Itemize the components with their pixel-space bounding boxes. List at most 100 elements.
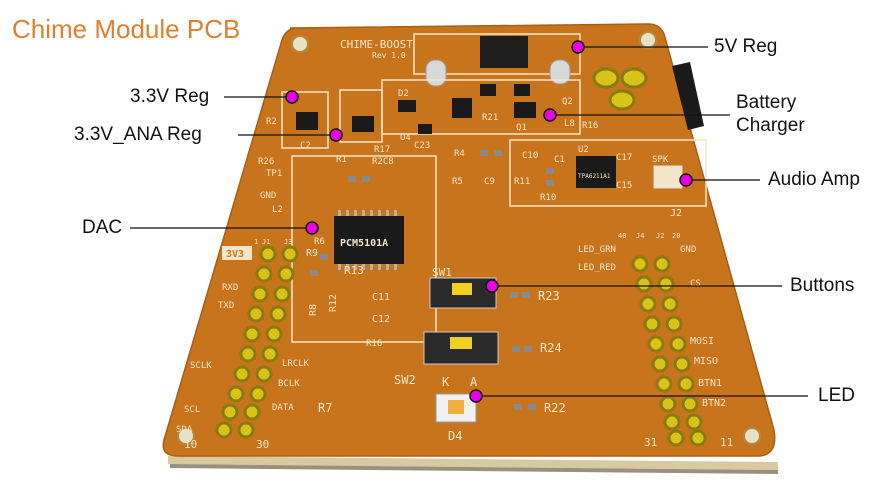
silk-r9: R9 [306, 248, 318, 259]
silk-r12: R12 [328, 294, 339, 312]
dac-chip-label: PCM5101A [340, 238, 388, 249]
silk-q1: Q1 [516, 123, 527, 133]
battery-pad [592, 67, 620, 89]
silk-r8: R8 [308, 304, 319, 316]
silk-r16-b: R16 [582, 121, 598, 131]
silk-n1: 1 [254, 238, 258, 246]
silk-r4: R4 [454, 149, 465, 159]
mount-hole [177, 427, 195, 445]
cap-top [549, 59, 571, 85]
amp-chip-label: TPA6211A1 [578, 173, 611, 180]
cap-top [425, 59, 447, 87]
silk-a: A [470, 375, 478, 389]
silk-r2c8: R2C8 [372, 157, 394, 167]
board-shadow [170, 464, 778, 474]
silk-r2: R2 [266, 117, 277, 127]
mount-hole [743, 427, 761, 445]
silk-n30: 30 [256, 438, 269, 451]
charger-part [452, 98, 472, 118]
silk-sw2: SW2 [394, 373, 416, 387]
mount-hole [291, 35, 309, 53]
silk-c1: C1 [554, 155, 565, 165]
mount-hole [639, 31, 657, 49]
marker-5v-reg [571, 40, 585, 54]
silk-c9: C9 [484, 177, 495, 187]
silk-c15: C15 [616, 181, 632, 191]
silk-txd: TXD [218, 301, 234, 311]
marker-charger [543, 108, 557, 122]
button-sw2-cap [450, 337, 472, 349]
silk-cs: CS [690, 279, 701, 289]
silk-sclk: SCLK [190, 361, 212, 371]
silk-r6: R6 [314, 237, 325, 247]
silk-spk: SPK [652, 155, 669, 165]
ic-5v-reg [480, 36, 528, 68]
silk-led-red: LED_RED [578, 263, 616, 273]
silk-j1: J1 [262, 238, 270, 246]
silk-mosi: MOSI [690, 336, 714, 347]
silk-sw1: SW1 [432, 266, 452, 279]
charger-part [398, 100, 416, 112]
silk-k: K [442, 375, 450, 389]
battery-pad [620, 67, 648, 89]
spk-connector [653, 165, 683, 189]
ic-3v3-ana-reg [352, 116, 374, 132]
silk-q2: Q2 [562, 97, 573, 107]
callout-battery-charger: Battery Charger [736, 92, 805, 136]
dac-pins [338, 210, 397, 270]
silk-n20: 20 [672, 232, 680, 240]
silk-d2: D2 [398, 89, 409, 99]
silk-3v3-badge [222, 246, 252, 260]
silk-u2: U2 [578, 145, 589, 155]
callout-dac: DAC [82, 217, 123, 238]
callout-3v3-ana-reg: 3.3V_ANA Reg [74, 124, 202, 145]
silk-j4: J4 [636, 232, 644, 240]
silk-r23: R23 [538, 289, 560, 303]
silk-n10: 10 [184, 438, 197, 451]
callout-buttons: Buttons [790, 275, 855, 296]
silk-c23: C23 [414, 141, 430, 151]
silk-rxd: RXD [222, 283, 238, 293]
charger-part [514, 84, 530, 96]
silk-data: DATA [272, 403, 294, 413]
silk-sda: SDA [176, 425, 193, 435]
marker-dac [305, 221, 319, 235]
silk-r24: R24 [540, 341, 562, 355]
silk-j2: J2 [670, 208, 682, 219]
marker-led [469, 389, 483, 403]
silk-r21: R21 [482, 113, 498, 123]
silk-c10: C10 [522, 151, 538, 161]
marker-buttons [485, 279, 499, 293]
passives [310, 150, 554, 410]
silk-r11: R11 [514, 177, 530, 187]
charger-part [480, 84, 496, 96]
silk-u4: U4 [400, 133, 411, 143]
outline-audio-amp [509, 139, 707, 207]
silk-bclk: BCLK [278, 379, 300, 389]
silk-c11: C11 [372, 292, 390, 303]
silk-lrclk: LRCLK [282, 359, 310, 369]
board-name: CHIME-BOOST [340, 38, 413, 51]
page-title: Chime Module PCB [12, 14, 241, 44]
silk-scl: SCL [184, 405, 200, 415]
silk-j2-b: J2 [656, 232, 664, 240]
led-d4-lens [448, 400, 464, 414]
silk-gnd: GND [260, 191, 276, 201]
silk-c17: C17 [616, 153, 632, 163]
silk-btn1: BTN1 [698, 378, 722, 389]
ic-audio-amp [576, 156, 616, 188]
callout-3v3-reg: 3.3V Reg [130, 86, 210, 107]
silk-l8: L8 [564, 119, 575, 129]
header-left [215, 245, 299, 439]
battery-pad [608, 89, 636, 111]
silk-c2: C2 [300, 141, 311, 151]
charger-part [418, 124, 432, 134]
silk-miso: MISO [694, 356, 718, 367]
silk-r22: R22 [544, 401, 566, 415]
silk-btn2: BTN2 [702, 398, 726, 409]
side-connector [672, 62, 704, 130]
marker-3v3-ana-reg [329, 128, 343, 142]
silk-l2: L2 [272, 205, 283, 215]
callout-audio-amp: Audio Amp [768, 169, 860, 190]
board-rev: Rev 1.0 [372, 51, 406, 60]
